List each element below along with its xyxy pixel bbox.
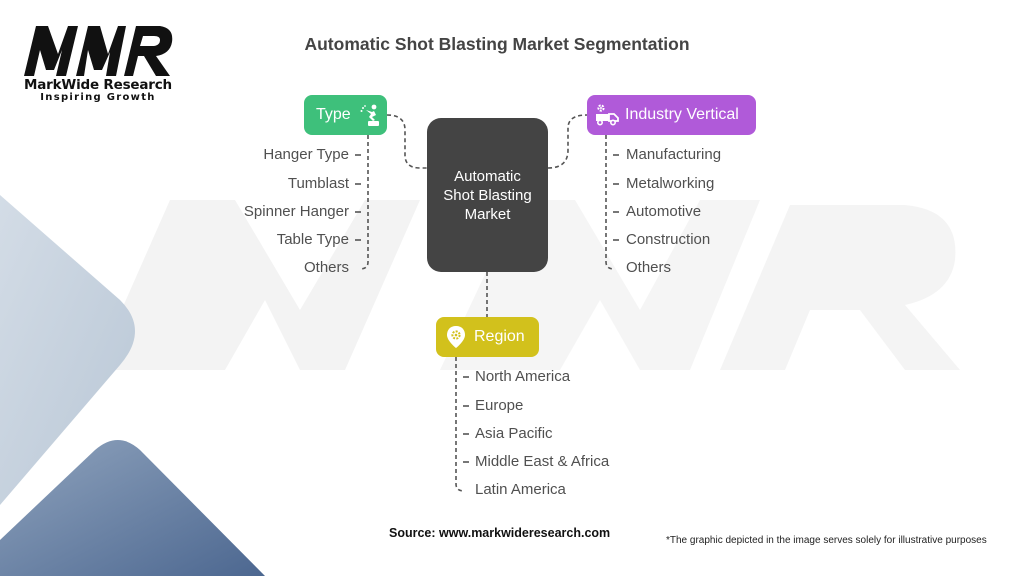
logo-mark [24, 26, 173, 76]
category-industry-vertical: Industry Vertical [587, 95, 756, 135]
type-item: Hanger Type [263, 146, 349, 163]
connector-type-items [359, 135, 369, 270]
industry-item: Construction [626, 231, 711, 248]
industry-item: Metalworking [626, 175, 715, 192]
industry-item: Manufacturing [626, 146, 722, 163]
type-item: Tumblast [287, 175, 349, 192]
type-item: Table Type [276, 231, 349, 248]
industry-item: Others [626, 259, 672, 276]
region-item: Europe [475, 397, 524, 414]
gear-truck-icon [596, 104, 619, 126]
page-title: Automatic Shot Blasting Market Segmentat… [304, 34, 690, 54]
connector-region-items [455, 357, 465, 492]
category-type: Type [304, 95, 387, 135]
category-region-label: Region [474, 328, 525, 345]
connector-industry-items [605, 135, 615, 270]
deco-shape-light [0, 195, 135, 505]
type-item: Spinner Hanger [243, 203, 349, 220]
region-item: North America [475, 368, 571, 385]
type-item: Others [303, 259, 349, 276]
deco-shape-dark [0, 440, 265, 576]
center-node: Automatic Shot Blasting Market [427, 118, 548, 272]
category-industry-label: Industry Vertical [625, 106, 739, 123]
brand-tagline: Inspiring Growth [40, 92, 156, 103]
worker-blasting-icon [360, 104, 379, 126]
location-gear-icon [447, 326, 465, 348]
connector-type-center [386, 114, 427, 169]
category-type-label: Type [316, 106, 351, 123]
source-text: Source: www.markwideresearch.com [389, 526, 611, 540]
region-item: Latin America [475, 481, 566, 498]
category-region: Region [436, 317, 539, 357]
region-item: Asia Pacific [475, 425, 553, 442]
connector-center-industry [547, 114, 588, 169]
industry-item: Automotive [626, 203, 702, 220]
region-item: Middle East & Africa [475, 453, 610, 470]
center-node-label: Automatic Shot Blasting Market [443, 167, 532, 223]
disclaimer-note: *The graphic depicted in the image serve… [666, 535, 987, 546]
brand-name: MarkWide Research [24, 77, 172, 93]
